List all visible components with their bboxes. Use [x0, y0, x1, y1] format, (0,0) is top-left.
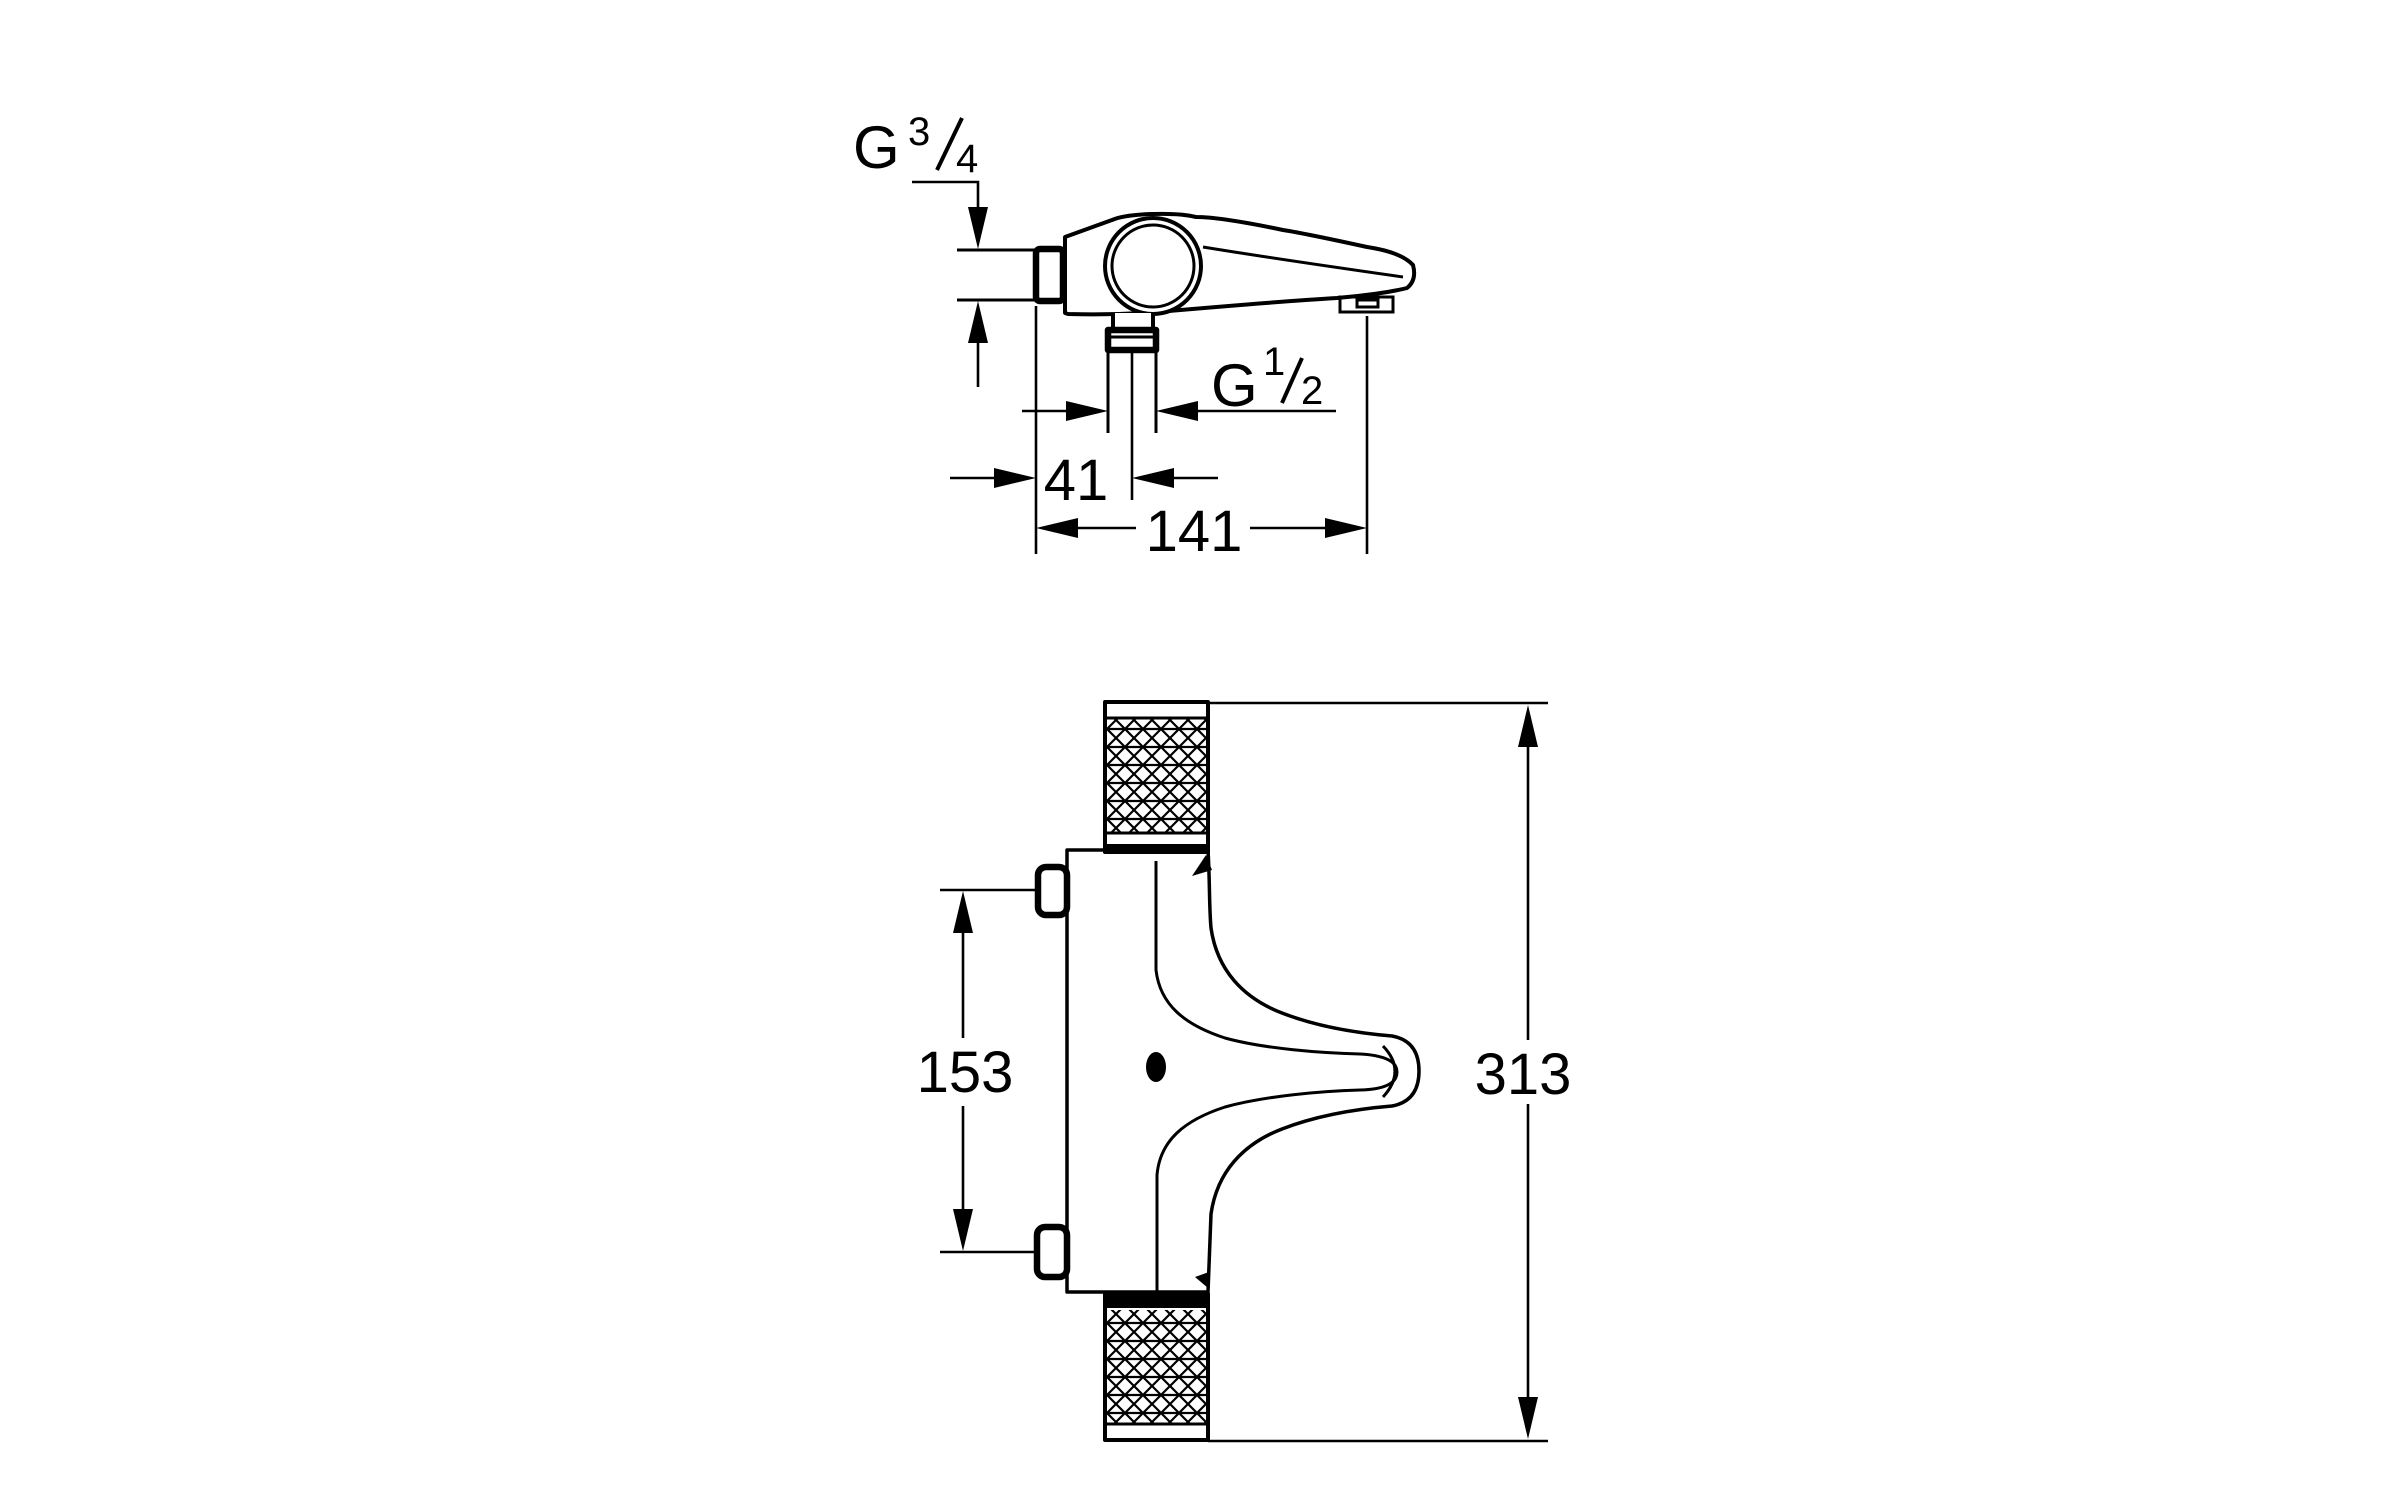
- thermostat-handle: [1103, 700, 1210, 854]
- handle-knurling: [1107, 719, 1206, 832]
- fraction-slash: [935, 117, 964, 171]
- mixer-body-inner-contour: [1154, 861, 1399, 1292]
- aerator: [1338, 295, 1395, 314]
- dimension-153: 153: [917, 888, 1036, 1254]
- inlet-stub-top: [1034, 863, 1071, 919]
- spout-edge-line: [1202, 245, 1404, 279]
- arrowhead-up-icon: [968, 301, 988, 343]
- mixer-body-outline: [1065, 848, 1421, 1294]
- arrowhead-up-icon: [1518, 705, 1538, 747]
- arrowhead-left-icon: [1036, 518, 1078, 538]
- arrowhead-right-icon: [1066, 401, 1108, 421]
- dim-41-value: 41: [1044, 448, 1109, 513]
- handle-knurling: [1107, 1310, 1206, 1423]
- dim-313-value: 313: [1475, 1042, 1572, 1107]
- mixer-front-view: 153 313: [917, 700, 1572, 1443]
- arrowhead-up-icon: [953, 891, 973, 933]
- arrowhead-down-icon: [1518, 1397, 1538, 1439]
- handle-base-ring: [1103, 844, 1210, 853]
- thread-g12-numerator: 1: [1263, 340, 1285, 384]
- spout-side-view: G 3 4: [853, 110, 1417, 564]
- arrowhead-down-icon: [968, 207, 988, 249]
- diverter-arrow-marker-icon: [1192, 855, 1212, 876]
- aerator-notch: [1355, 298, 1380, 309]
- corner-mark-icon: [1195, 1272, 1209, 1288]
- thread-label-g34: G 3 4: [853, 110, 980, 208]
- dim-153-value: 153: [917, 1040, 1014, 1105]
- inlet-union-nut: [1032, 245, 1067, 305]
- inlet-stub-bottom: [1033, 1223, 1071, 1281]
- dimension-313: 313: [1208, 701, 1572, 1443]
- dimension-g12: G 1 2: [1022, 340, 1336, 421]
- volume-handle: [1103, 1292, 1210, 1442]
- leader-line: [912, 180, 980, 208]
- handle-base-ring: [1103, 1293, 1210, 1308]
- outlet-collar: [1104, 326, 1160, 354]
- thread-g34-denominator: 4: [956, 137, 978, 181]
- diverter-knob-outer: [1103, 216, 1203, 316]
- thread-g12-denominator: 2: [1301, 369, 1323, 413]
- diverter-knob-inner: [1110, 223, 1196, 309]
- thread-g12-letter: G: [1211, 352, 1258, 419]
- brand-emblem-icon: [1146, 1052, 1166, 1082]
- dim-141-value: 141: [1146, 499, 1243, 564]
- thread-g34-letter: G: [853, 114, 900, 181]
- fraction-slash: [1280, 357, 1304, 404]
- thread-g34-numerator: 3: [908, 110, 930, 154]
- arrowhead-left-icon: [1132, 468, 1174, 488]
- arrowhead-down-icon: [953, 1209, 973, 1251]
- dimension-41: 41: [950, 448, 1218, 513]
- spout-tip-inner-line: [1381, 1044, 1397, 1099]
- arrowhead-right-icon: [1325, 518, 1367, 538]
- arrowhead-right-icon: [994, 468, 1036, 488]
- arrowhead-left-icon: [1156, 401, 1198, 421]
- dimension-141: 141: [1036, 499, 1367, 564]
